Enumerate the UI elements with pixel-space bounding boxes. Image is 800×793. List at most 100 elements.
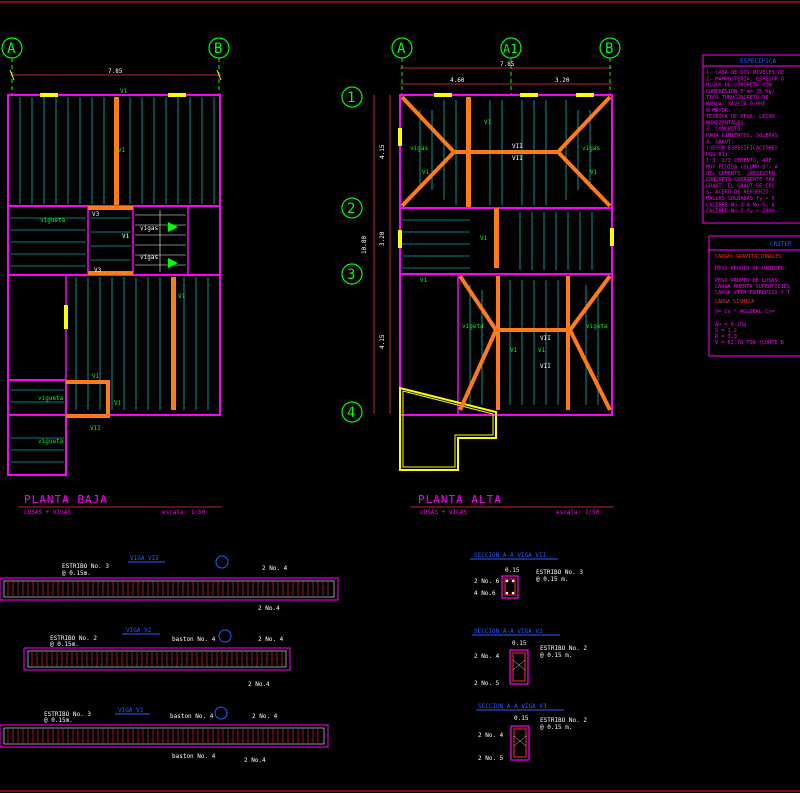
joist-label: vigueta bbox=[38, 395, 64, 402]
section-spacing: @ 0.15 m. bbox=[536, 576, 569, 583]
spec-line: CONCRETO CORRIENTE PAR bbox=[706, 177, 776, 183]
bottom-bar-label: 2 No.4 bbox=[244, 757, 266, 764]
beam-title: VIGA VII bbox=[130, 555, 159, 562]
beam-label: VII bbox=[540, 363, 551, 370]
section-top-bars: 2 No. 4 bbox=[474, 653, 500, 660]
section-stirrup: ESTRIBO No. 3 bbox=[536, 569, 583, 576]
spec-line: 1:3: 1/2 CEMENTO, ARE bbox=[706, 158, 772, 164]
spec-line: DGG-81). bbox=[706, 152, 731, 158]
grid-label-b: B bbox=[214, 41, 222, 57]
beam-title: VIGA V3 bbox=[118, 707, 144, 714]
criteria-value: R = 3.0 bbox=[715, 334, 737, 340]
beam-label: V1 bbox=[510, 347, 518, 354]
stirrup-spacing: @ 0.15m. bbox=[44, 717, 73, 724]
section-spacing: @ 0.15 m. bbox=[540, 652, 573, 659]
section-stirrup: ESTRIBO No. 2 bbox=[540, 717, 587, 724]
spec-line: CALIBRE No 3 A No 5: A bbox=[706, 202, 776, 208]
specifications-panel[interactable]: ESPECIFICA 1- CASA DE DOS NIVELES DE2- M… bbox=[702, 54, 800, 224]
joist-label: vigas bbox=[140, 254, 158, 261]
spec-line: MALLAS SOLDADAS fy > 5 bbox=[706, 196, 775, 202]
plan-subtitle: LOSAS + VIGAS bbox=[24, 509, 71, 516]
beam-label: VII bbox=[512, 143, 523, 150]
stirrup-label: ESTRIBO No. 2 bbox=[50, 635, 97, 642]
beam-label: V1 bbox=[114, 400, 122, 407]
criteria-line: PESO PROPIO DE PAREDES: bbox=[715, 266, 787, 272]
section-bottom-bars: 2 No. 5 bbox=[474, 680, 500, 687]
criteria-formula: V= Cs * WGLOBAL Cs= bbox=[715, 309, 774, 315]
spec-line: 4- GRAUT: bbox=[706, 139, 734, 145]
top-bar-label: 2 No. 4 bbox=[252, 713, 278, 720]
spec-line: O MAYOR. bbox=[706, 108, 731, 114]
beam-label: VII bbox=[512, 155, 523, 162]
spec-line: HORIZONTALES. bbox=[706, 120, 747, 126]
section-stirrup: ESTRIBO No. 2 bbox=[540, 645, 587, 652]
section-viga-vii[interactable]: SECCION A-A VIGA VII 0.15 2 No. 6 4 No.6… bbox=[470, 552, 583, 599]
joist-label: vigeta bbox=[462, 323, 484, 330]
beam-label: V1 bbox=[122, 233, 130, 240]
planta-baja-plan[interactable]: A B 7.85 bbox=[1, 37, 230, 516]
beam-label: V3 bbox=[92, 211, 100, 218]
spec-line: (SEGUN ESPECIFICACIONES bbox=[706, 146, 778, 152]
dimension-b: 3.20 bbox=[555, 77, 570, 84]
criteria-value: S = 1.2 bbox=[715, 328, 737, 334]
grid-label-a1: A1 bbox=[503, 42, 517, 56]
plan-scale: escala: 1/50 bbox=[162, 509, 206, 516]
baston-label: baston No. 4 bbox=[172, 753, 216, 760]
grid-row-3: 3 bbox=[347, 267, 355, 283]
beam-label: V1 bbox=[120, 88, 128, 95]
beam-label: VII bbox=[540, 335, 551, 342]
dimension-vertical: 4.15 bbox=[379, 334, 386, 349]
spec-line: TIPO TUBOCONCRETO DE bbox=[706, 95, 768, 101]
beam-label: V3 bbox=[94, 267, 102, 274]
joist-label: vigeta bbox=[586, 323, 608, 330]
beam-elevation-v2[interactable]: VIGA V2 ESTRIBO No. 2 @ 0.15m. baston No… bbox=[23, 627, 291, 688]
beam-title: VIGA V2 bbox=[126, 627, 152, 634]
dimension-vertical: 4.15 bbox=[379, 144, 386, 159]
spec-line: MARCA: SAVEIA O PRE bbox=[706, 102, 765, 108]
beam-label: V1 bbox=[590, 169, 598, 176]
beam-label: V1 bbox=[92, 373, 100, 380]
criteria-panel[interactable]: CRITER CARGAS GRAVITACIONALES PESO PROPI… bbox=[708, 235, 800, 357]
plan-title: PLANTA ALTA bbox=[418, 493, 502, 506]
beam-label: V1 bbox=[484, 119, 492, 126]
criteria-value: V = 62.78 TON (CORTE B bbox=[715, 340, 784, 346]
plan-subtitle: LOSAS + VIGAS bbox=[420, 509, 467, 516]
planta-alta-plan[interactable]: A A1 B 7.85 4.60 3.20 1 2 3 4 4.15 3.20 … bbox=[341, 37, 621, 516]
stirrup-spacing: @ 0.15m. bbox=[50, 641, 79, 648]
joist-label: vigueta bbox=[40, 217, 66, 224]
spec-line: 1- CASA DE DOS NIVELES DE bbox=[706, 70, 784, 76]
joist-label: vigas bbox=[140, 225, 158, 232]
top-bar-label: 2 No. 4 bbox=[262, 565, 288, 572]
criteria-line: CARGA MUERTA SUPERFICIES bbox=[715, 284, 790, 290]
joist-label: vigas bbox=[582, 145, 600, 152]
spec-line: 5- ACERO DE REFUERZO: bbox=[706, 190, 772, 196]
beam-elevation-vii[interactable]: VIGA VII ESTRIBO No. 3 @ 0.15m. 2 No. 4 … bbox=[0, 555, 339, 612]
spec-line: MUY FLUIDA (SLUMP 9") A bbox=[706, 165, 779, 171]
top-bar-label: 2 No. 4 bbox=[258, 636, 284, 643]
dimension-vertical: 10.80 bbox=[361, 236, 368, 254]
specs-heading: ESPECIFICA bbox=[740, 58, 777, 65]
criteria-line: CARGA VIVA ENTREPISO Y T bbox=[715, 290, 790, 296]
section-viga-v3[interactable]: SECCION A-A VIGA V3 0.15 2 No. 4 2 No. 5… bbox=[476, 703, 587, 762]
criteria-line: PESO PROPIO DE LOSAS: bbox=[715, 278, 781, 284]
stirrup-label: ESTRIBO No. 3 bbox=[62, 563, 109, 570]
grid-label-b: B bbox=[605, 41, 613, 57]
stirrup-label: ESTRIBO No. 3 bbox=[44, 711, 91, 718]
beam-elevation-v3[interactable]: VIGA V3 ESTRIBO No. 3 @ 0.15m. baston No… bbox=[0, 706, 329, 764]
section-spacing: @ 0.15 m. bbox=[540, 724, 573, 731]
bottom-bar-label: 2 No.4 bbox=[258, 605, 280, 612]
section-viga-v2[interactable]: SECCION A-A VIGA V2 0.15 2 No. 4 2 No. 5… bbox=[472, 628, 587, 687]
section-top-bars: 2 No. 4 bbox=[478, 732, 504, 739]
beam-label: V1 bbox=[420, 277, 428, 284]
dimension-a: 4.60 bbox=[450, 77, 465, 84]
beam-label: V1 bbox=[538, 347, 546, 354]
dimension-vertical: 3.20 bbox=[379, 231, 386, 246]
criteria-heading: CRITER bbox=[770, 241, 792, 248]
section-bottom-bars: 4 No.6 bbox=[474, 590, 496, 597]
stirrup-spacing: @ 0.15m. bbox=[62, 570, 91, 577]
beam-label: V1 bbox=[178, 293, 186, 300]
dimension-total: 7.85 bbox=[108, 68, 123, 75]
plan-title: PLANTA BAJA bbox=[24, 493, 108, 506]
spec-line: DEL CEMENTO. (RESISTEN bbox=[706, 171, 775, 177]
